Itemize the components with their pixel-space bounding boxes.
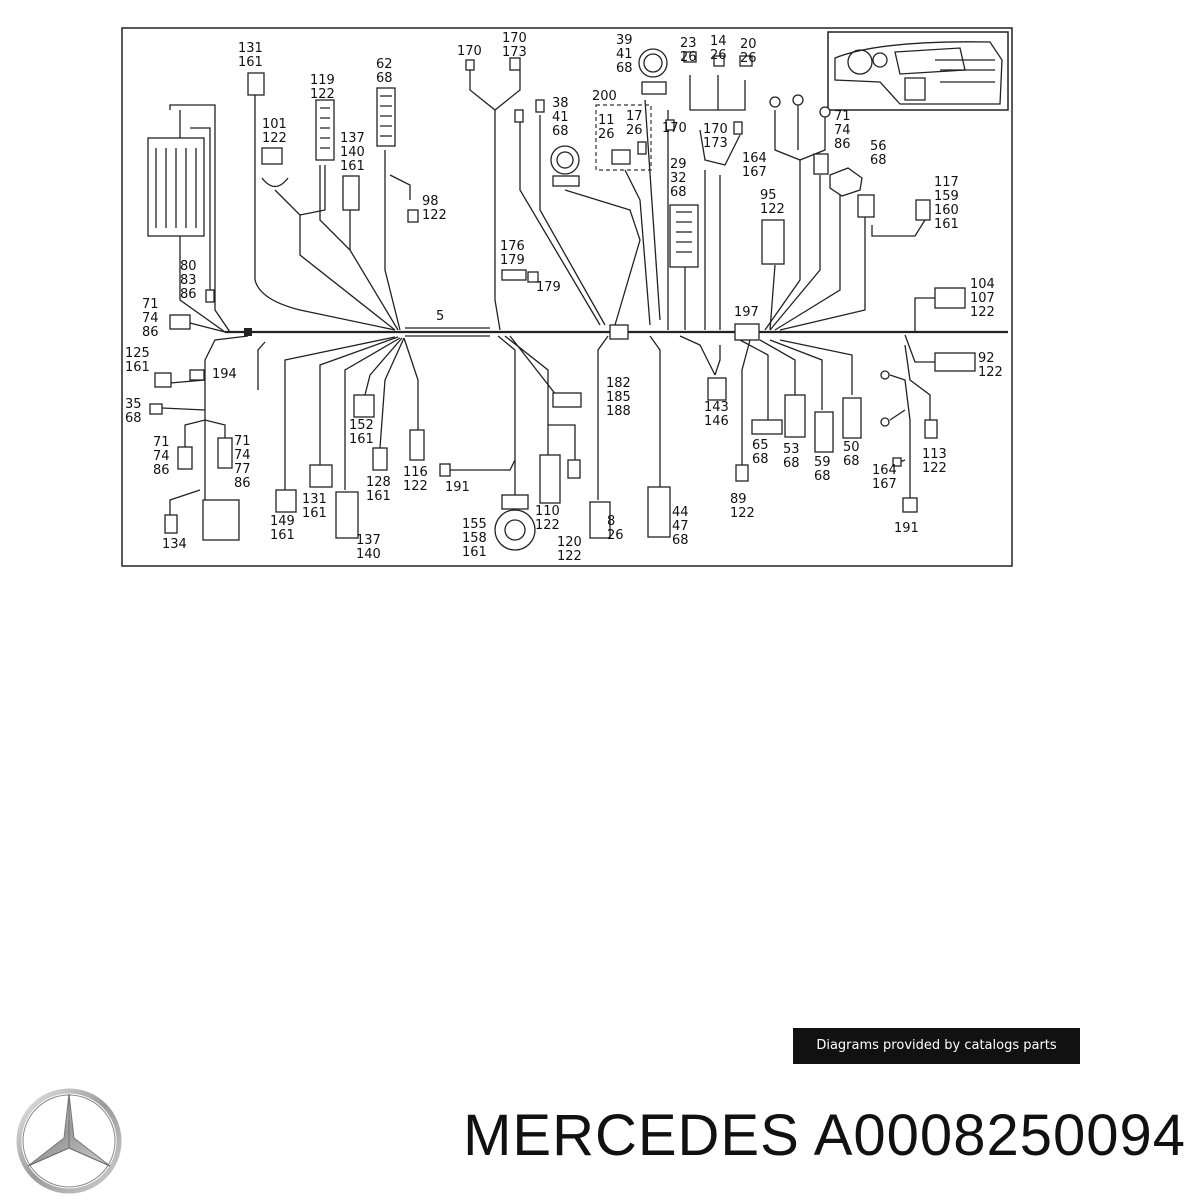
- ref-label: 170: [457, 44, 482, 59]
- ref-label: 170: [662, 121, 687, 136]
- ref-label: 179: [536, 280, 561, 295]
- branch-wires: [161, 68, 935, 515]
- ref-label: 200: [592, 89, 617, 104]
- ref-label: 197: [734, 305, 759, 320]
- ref-label: 191: [894, 521, 919, 536]
- diagram-credit-banner: Diagrams provided by catalogs parts: [793, 1028, 1080, 1064]
- dashboard-inset-illustration: [827, 31, 1009, 111]
- part-number: A0008250094: [813, 1103, 1186, 1168]
- ref-label: 191: [445, 480, 470, 495]
- brand-name: MERCEDES: [463, 1103, 800, 1168]
- diagram-frame: [121, 27, 1013, 567]
- ref-label: 194: [212, 367, 237, 382]
- mercedes-star-icon: [16, 1088, 122, 1194]
- ref-label: 134: [162, 537, 187, 552]
- ref-label: 5: [436, 309, 444, 324]
- main-harness-trunk: [225, 323, 1008, 341]
- part-title: MERCEDES A0008250094: [0, 1102, 1186, 1169]
- connector-parts: [147, 48, 976, 551]
